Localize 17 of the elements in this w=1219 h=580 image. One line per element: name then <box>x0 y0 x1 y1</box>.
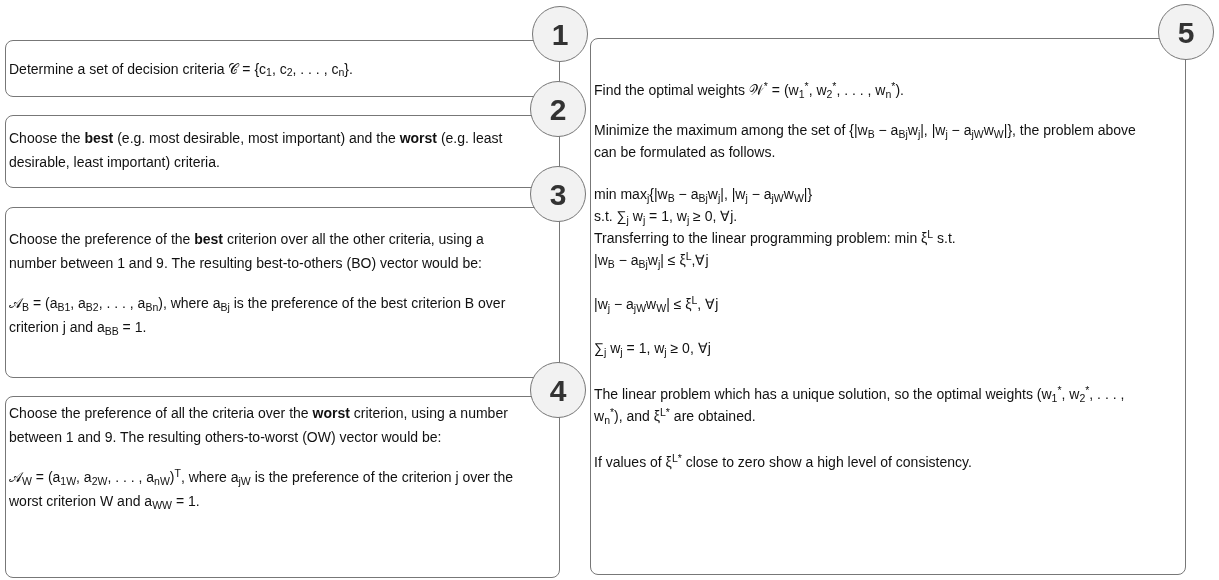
step-text: Minimize the maximum among the set of {|w$_{B}$ − a$_{Bj}$w$_{j}$|, |w$_{j}$ − a$_{jW}$w$_{W}$|}, the problem above can be formulated as follows. <box>594 121 1137 162</box>
step-box <box>5 207 560 378</box>
step-text: Choose the preference of the best criterion over all the other criteria, using a number between 1 and 9. The resulting best-to-others (BO) vector would be: <box>9 230 485 273</box>
step-text: Choose the preference of all the criteria over the worst criterion, using a number between 1 and 9. The resulting others-to-worst (OW) vector would be: <box>9 404 509 447</box>
step-text: Transferring to the linear programming problem: min ξ$^{L}$ s.t. <box>594 227 957 248</box>
step-text: The linear problem which has a unique solution, so the optimal weights (w$_{1}$$^{*}$, w$_{2}$$^{*}$, . . . , w$_{n}$$^{*}$), and ξ$^{L*}$ are obtained. <box>594 383 1126 427</box>
step-text: |w$_{j}$ − a$_{jW}$w$_{W}$| ≤ ξ$^{L}$, ∀j <box>594 293 720 315</box>
step-text: 𝒜$_{W}$ = (a$_{1W}$, a$_{2W}$, . . . , a$_{nW}$)$^{T}$, where a$_{jW}$ is the preference of the criterion j over the worst criterion W and a$_{WW}$ = 1. <box>9 465 515 513</box>
step-text: s.t. ∑$_{j}$ w$_{j}$ = 1, w$_{j}$ ≥ 0, ∀j. <box>594 207 739 227</box>
step-text: If values of ξ$^{L*}$ close to zero show a high level of consistency. <box>594 451 973 472</box>
step-text: 𝒜$_{B}$ = (a$_{B1}$, a$_{B2}$, . . . , a$_{Bn}$), where a$_{Bj}$ is the preference of the best criterion B over criterion j and a$_{BB}$ = 1. <box>9 294 507 339</box>
step-text: Determine a set of decision criteria 𝒞 = {c$_{1}$, c$_{2}$, . . . , c$_{n}$}. <box>9 59 354 81</box>
step-text: ∑$_{j}$ w$_{j}$ = 1, w$_{j}$ ≥ 0, ∀j <box>594 339 712 359</box>
step-text: |w$_{B}$ − a$_{Bj}$w$_{j}$| ≤ ξ$^{L}$,∀j <box>594 249 710 271</box>
step-text: Choose the best (e.g. most desirable, most important) and the worst (e.g. least desirable, least important) criteria. <box>9 129 504 172</box>
step-text: min max$_{j}${|w$_{B}$ − a$_{Bj}$w$_{j}$|, |w$_{j}$ − a$_{jW}$w$_{W}$|} <box>594 185 814 205</box>
step-text: Find the optimal weights 𝒲$^{*}$ = (w$_{1}$$^{*}$, w$_{2}$$^{*}$, . . . , w$_{n}$$^{*}$). <box>594 79 905 101</box>
